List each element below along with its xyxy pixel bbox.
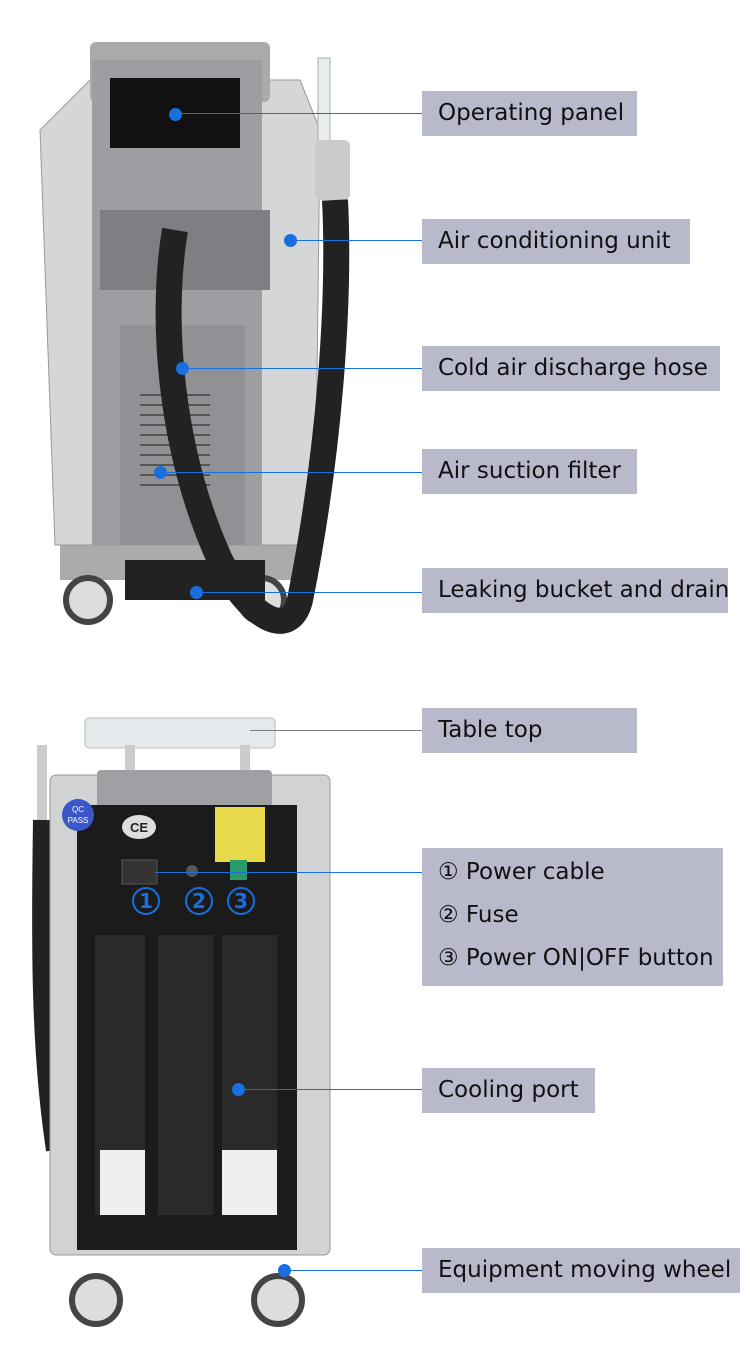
marker-2: 2 <box>185 887 213 915</box>
front-machine <box>39 42 350 634</box>
caution-label <box>215 807 265 862</box>
svg-text:QC: QC <box>72 805 84 814</box>
label-equipment-moving-wheel: Equipment moving wheel <box>422 1248 740 1293</box>
label-air-conditioning-unit: Air conditioning unit <box>422 219 690 264</box>
label-cooling-port: Cooling port <box>422 1068 595 1113</box>
label-rear-panel-controls: ① Power cable ② Fuse ③ Power ON|OFF butt… <box>422 848 723 986</box>
callout-dot <box>176 362 189 375</box>
callout-dot <box>154 466 167 479</box>
back-wheel <box>251 1273 305 1327</box>
label-air-suction-filter: Air suction filter <box>422 449 637 494</box>
marker-3: 3 <box>227 887 255 915</box>
svg-text:CE: CE <box>130 820 148 835</box>
callout-dot <box>284 234 297 247</box>
label-table-top: Table top <box>422 708 637 753</box>
callout-dot <box>278 1264 291 1277</box>
label-cold-air-discharge-hose: Cold air discharge hose <box>422 346 720 391</box>
label-fuse: ② Fuse <box>438 902 519 928</box>
qc-pass-badge <box>62 799 94 831</box>
label-leaking-bucket-and-drain: Leaking bucket and drain <box>422 568 729 613</box>
back-machine: QC PASS CE <box>32 717 331 1327</box>
marker-1: 1 <box>132 887 160 915</box>
front-hose <box>155 199 350 634</box>
callout-dot <box>190 586 203 599</box>
label-power-cable: ① Power cable <box>438 859 605 885</box>
front-wheel-left <box>63 575 113 625</box>
label-power-button: ③ Power ON|OFF button <box>438 945 714 971</box>
label-operating-panel: Operating panel <box>422 91 637 136</box>
table-top <box>84 717 276 749</box>
callout-dot <box>169 108 182 121</box>
svg-text:PASS: PASS <box>68 816 89 825</box>
callout-dot <box>232 1083 245 1096</box>
